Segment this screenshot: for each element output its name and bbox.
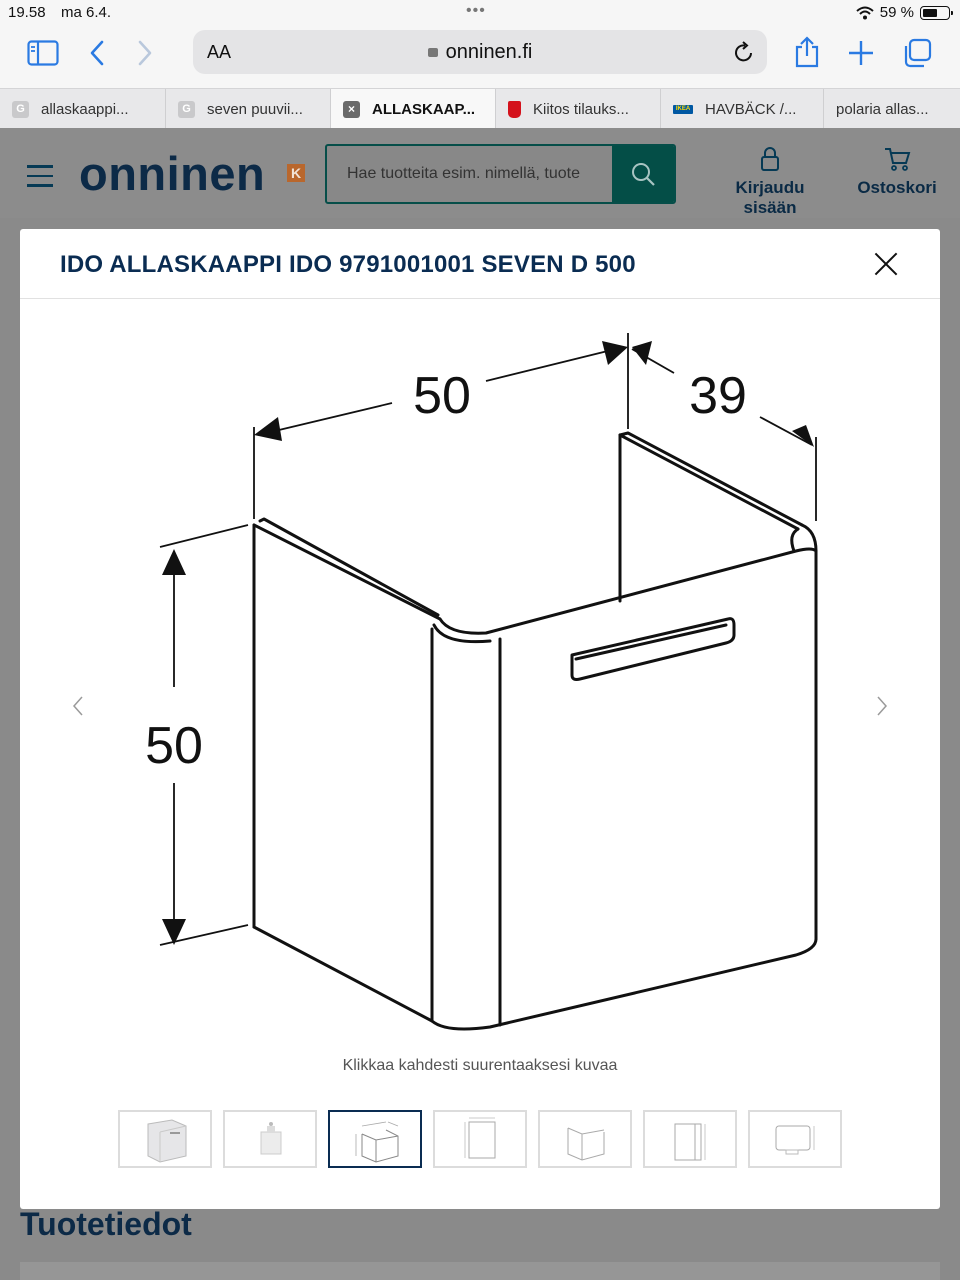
share-icon[interactable] [793,36,821,68]
tab-label: Kiitos tilauks... [533,100,629,118]
status-time: 19.58 [8,4,46,21]
thumbnail-3-active[interactable] [328,1110,422,1168]
thumbnail-2[interactable] [223,1110,317,1168]
height-dimension-label: 50 [145,717,203,775]
new-tab-icon[interactable] [848,40,874,66]
previous-image-icon[interactable] [66,691,90,721]
thumbnail-strip [118,1110,842,1168]
logo-k-badge: K [287,164,305,182]
tab-polaria-allas[interactable]: polaria allas... [824,89,960,129]
battery-level [923,8,937,17]
lock-icon [427,48,438,57]
ikea-favicon-icon: IKEA [673,104,693,114]
hamburger-menu-icon[interactable] [27,165,53,194]
site-header: onninen K Kirjaudu sisään Ostoskori [0,128,960,218]
thumbnail-1[interactable] [118,1110,212,1168]
google-favicon-icon: G [178,100,195,118]
status-date: ma 6.4. [61,4,112,21]
tab-label: seven puuvii... [207,100,303,118]
tab-kiitos-tilauks[interactable]: Kiitos tilauks... [496,89,661,129]
thumbnail-6[interactable] [643,1110,737,1168]
shopping-bag-favicon-icon [508,100,521,118]
tab-label: polaria allas... [836,100,929,118]
zoom-hint: Klikkaa kahdesti suurentaaksesi kuvaa [342,1057,618,1074]
tab-label: ALLASKAAP... [372,100,476,118]
status-bar: 19.58 ma 6.4. ••• 59 % [0,0,960,26]
thumbnail-7[interactable] [748,1110,842,1168]
tab-havback[interactable]: IKEA HAVBÄCK /... [661,89,824,129]
product-info-heading: Tuotetiedot [20,1206,192,1242]
browser-toolbar: AA onninen.fi [0,26,960,88]
wifi-icon [856,6,874,19]
close-tab-icon[interactable]: × [343,100,360,118]
cabinet-dimension-drawing[interactable]: 50 39 50 [20,299,940,1049]
tab-bar: G allaskaappi... G seven puuvii... × ALL… [0,88,960,129]
forward-icon[interactable] [137,40,153,66]
product-image-modal: IDO ALLASKAAPPI IDO 9791001001 SEVEN D 5… [20,229,940,1209]
next-image-icon[interactable] [870,691,894,721]
thumbnail-5[interactable] [538,1110,632,1168]
tab-seven-puuvii[interactable]: G seven puuvii... [166,89,331,129]
thumbnail-4[interactable] [433,1110,527,1168]
width-dimension-label: 50 [413,367,471,425]
close-icon[interactable] [874,252,898,276]
search-button[interactable] [612,146,674,202]
tab-allaskaap-active[interactable]: × ALLASKAAP... [331,89,496,129]
tabs-overview-icon[interactable] [902,38,932,68]
back-icon[interactable] [89,40,105,66]
login-button[interactable]: Kirjaudu sisään [710,146,830,218]
cart-icon [885,148,911,171]
tab-label: allaskaappi... [41,100,129,118]
battery-icon [920,5,953,20]
depth-dimension-label: 39 [689,367,747,425]
cart-button[interactable]: Ostoskori [852,146,942,198]
google-favicon-icon: G [12,100,29,118]
modal-divider [20,298,940,299]
search-box [325,144,676,204]
onninen-logo[interactable]: onninen [79,147,266,200]
sidebar-icon[interactable] [27,40,59,66]
cart-label: Ostoskori [857,178,937,197]
tab-allaskaappi[interactable]: G allaskaappi... [0,89,166,129]
lock-icon [761,147,779,171]
url-text: onninen.fi [445,41,533,63]
battery-percent: 59 % [879,4,914,21]
search-icon [632,163,655,186]
search-input[interactable] [327,146,615,202]
address-bar[interactable]: AA onninen.fi [193,30,767,74]
reader-aa-button[interactable]: AA [207,42,232,62]
login-label: Kirjaudu sisään [735,178,805,217]
tab-label: HAVBÄCK /... [705,100,797,118]
reload-icon[interactable] [733,40,755,64]
multitasking-dots-icon[interactable]: ••• [466,2,486,19]
product-info-panel [20,1262,940,1280]
modal-title: IDO ALLASKAAPPI IDO 9791001001 SEVEN D 5… [60,251,636,278]
